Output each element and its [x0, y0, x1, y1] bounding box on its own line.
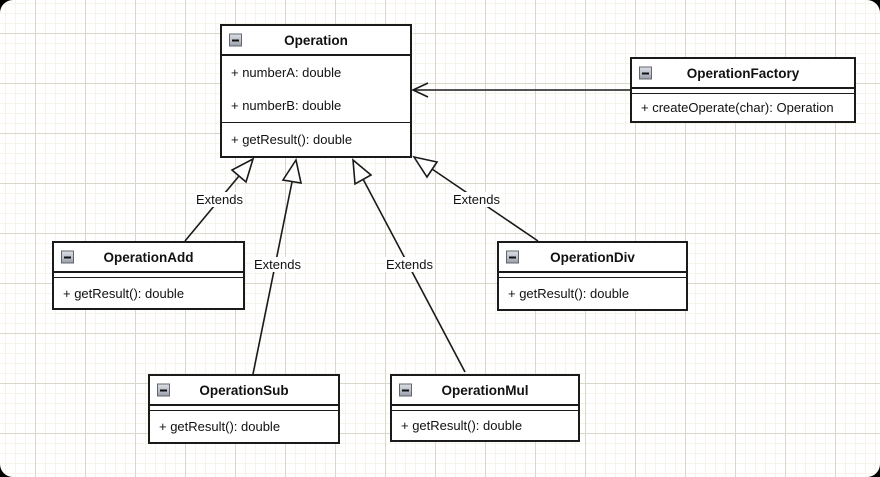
methods-section: + getResult(): double — [150, 411, 338, 442]
inheritance-arrowhead-icon — [352, 158, 373, 186]
class-operationfactory[interactable]: OperationFactory + createOperate(char): … — [630, 57, 856, 123]
edge-operationmul-extends[interactable] — [352, 158, 466, 373]
edge-label-extends-sub[interactable]: Extends — [253, 257, 302, 272]
attributes-section-empty — [54, 273, 243, 278]
edge-line[interactable] — [362, 178, 466, 373]
method-row: + getResult(): double — [401, 418, 523, 433]
collapse-icon[interactable] — [639, 66, 652, 80]
attribute-row: + numberB: double — [231, 98, 342, 113]
class-operation[interactable]: Operation + numberA: double + numberB: d… — [220, 24, 412, 158]
class-header: OperationDiv — [499, 243, 686, 273]
class-operationmul[interactable]: OperationMul + getResult(): double — [390, 374, 580, 442]
method-row: + getResult(): double — [63, 285, 185, 301]
attributes-section-empty — [392, 406, 578, 411]
collapse-icon[interactable] — [229, 33, 242, 47]
methods-section: + getResult(): double — [222, 123, 410, 156]
class-header: OperationFactory — [632, 59, 854, 89]
methods-section: + getResult(): double — [54, 278, 243, 308]
collapse-icon[interactable] — [399, 383, 412, 397]
inheritance-arrowhead-icon — [412, 155, 439, 179]
edge-line[interactable] — [252, 181, 293, 375]
collapse-icon[interactable] — [506, 250, 519, 264]
class-operationadd[interactable]: OperationAdd + getResult(): double — [52, 241, 245, 310]
edge-factory-association[interactable] — [411, 82, 630, 98]
attributes-section-empty — [150, 406, 338, 411]
class-operationdiv[interactable]: OperationDiv + getResult(): double — [497, 241, 688, 311]
collapse-icon[interactable] — [157, 383, 170, 397]
class-header: OperationAdd — [54, 243, 243, 273]
class-title: OperationAdd — [103, 249, 194, 265]
inheritance-arrowhead-icon — [281, 157, 303, 184]
class-header: OperationMul — [392, 376, 578, 406]
method-row: + createOperate(char): Operation — [641, 100, 834, 115]
class-header: Operation — [222, 26, 410, 56]
class-title: Operation — [284, 32, 348, 48]
method-row: + getResult(): double — [508, 286, 630, 301]
class-title: OperationMul — [441, 382, 529, 398]
collapse-icon[interactable] — [61, 250, 74, 264]
edge-label-extends-div[interactable]: Extends — [452, 192, 501, 207]
class-title: OperationDiv — [550, 249, 635, 265]
class-operationsub[interactable]: OperationSub + getResult(): double — [148, 374, 340, 444]
class-header: OperationSub — [150, 376, 338, 406]
attributes-section: + numberA: double + numberB: double — [222, 56, 410, 123]
edge-operationsub-extends[interactable] — [252, 157, 303, 375]
open-arrowhead-icon — [411, 82, 429, 98]
methods-section: + getResult(): double — [392, 411, 578, 440]
edge-label-extends-add[interactable]: Extends — [195, 192, 244, 207]
edge-line[interactable] — [184, 175, 240, 242]
method-row: + getResult(): double — [231, 132, 353, 147]
attribute-row: + numberA: double — [231, 65, 342, 80]
attributes-section-empty — [632, 89, 854, 94]
edge-operationadd-extends[interactable] — [184, 157, 255, 242]
method-row: + getResult(): double — [159, 419, 281, 434]
class-title: OperationFactory — [686, 65, 800, 81]
methods-section: + getResult(): double — [499, 278, 686, 309]
class-title: OperationSub — [199, 382, 289, 398]
methods-section: + createOperate(char): Operation — [632, 94, 854, 121]
inheritance-arrowhead-icon — [230, 157, 255, 184]
edge-label-extends-mul[interactable]: Extends — [385, 257, 434, 272]
attributes-section-empty — [499, 273, 686, 278]
